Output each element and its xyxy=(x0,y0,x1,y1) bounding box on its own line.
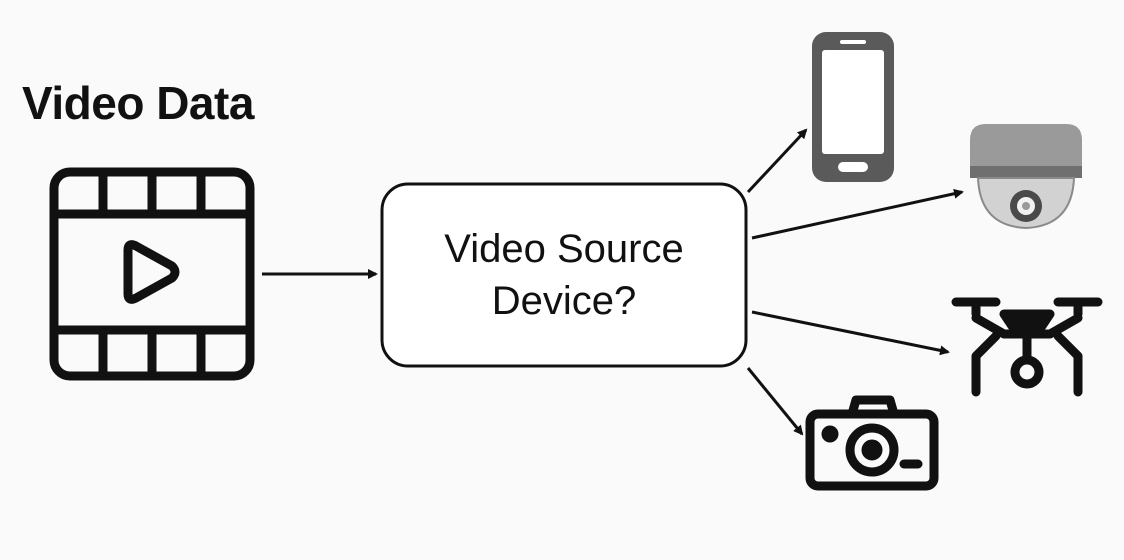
camera-icon xyxy=(805,395,939,491)
arrow-to-drone xyxy=(751,310,950,356)
arrow-to-security-camera xyxy=(751,188,964,240)
video-source-line-2: Device? xyxy=(491,279,637,323)
drone-icon xyxy=(951,297,1103,397)
security-camera-icon xyxy=(970,124,1082,230)
video-film-icon xyxy=(49,167,255,381)
smartphone-icon xyxy=(812,32,894,182)
arrow-to-smartphone xyxy=(746,128,808,194)
page-title: Video Data xyxy=(22,77,254,129)
video-source-line-1: Video Source xyxy=(444,227,684,271)
arrow-to-camera xyxy=(746,367,804,436)
video-source-label: Video Source Device? xyxy=(382,184,746,366)
video-source-box xyxy=(380,182,748,368)
